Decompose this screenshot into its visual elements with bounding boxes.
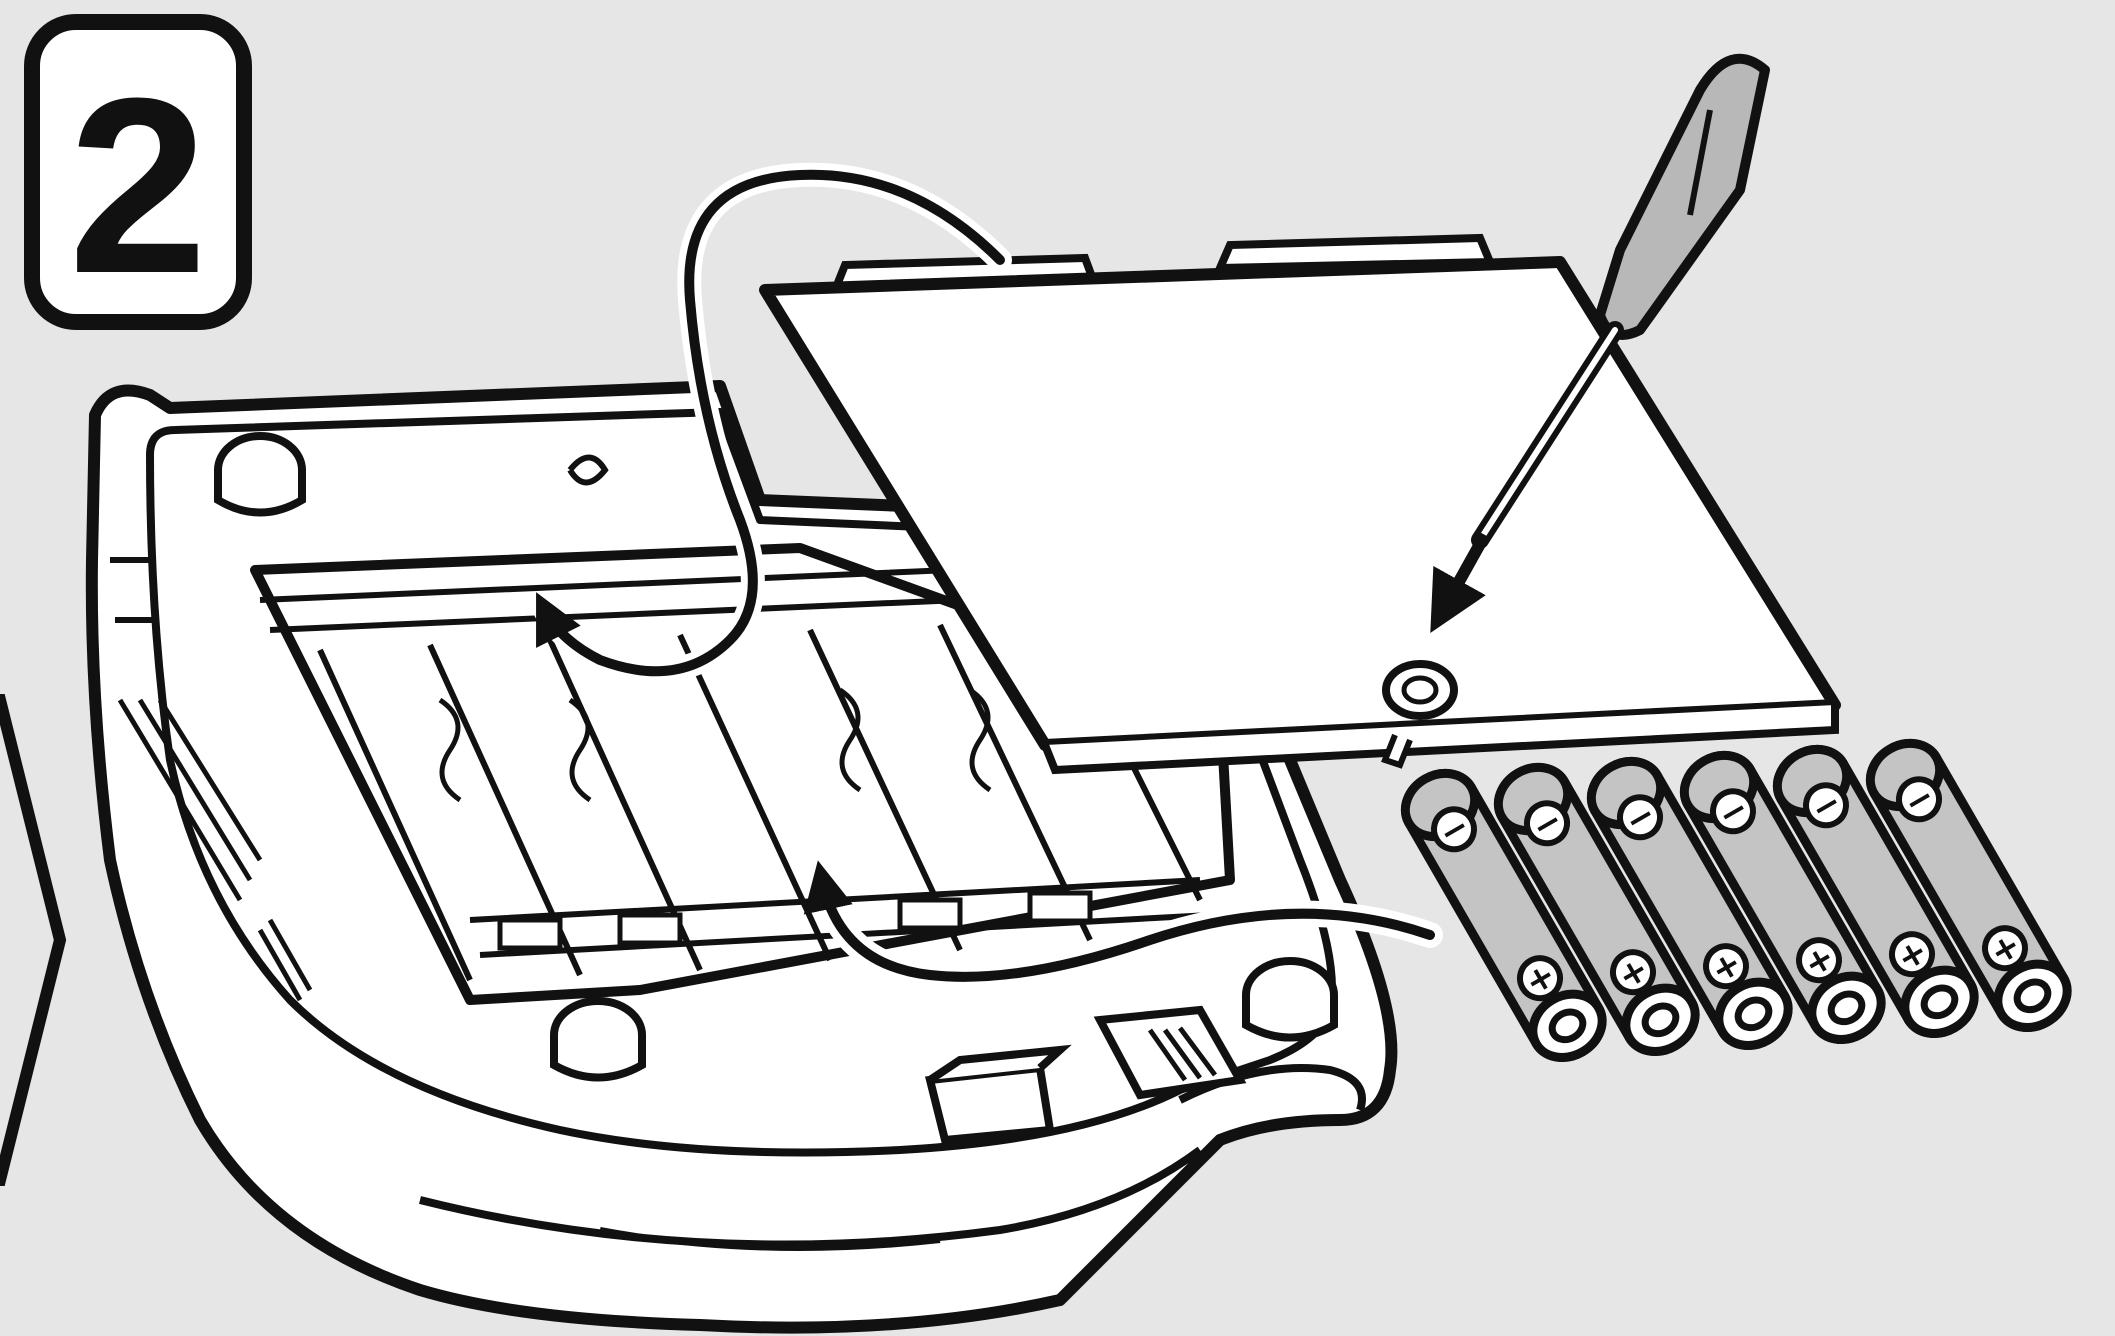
step-number: 2 [68,46,207,325]
battery-group: −+−+−+−+−+−+ [1394,731,2079,1070]
switch-connector [930,1050,1060,1140]
chevron-right-icon [0,700,60,1180]
step-number-badge: 2 [32,22,244,325]
